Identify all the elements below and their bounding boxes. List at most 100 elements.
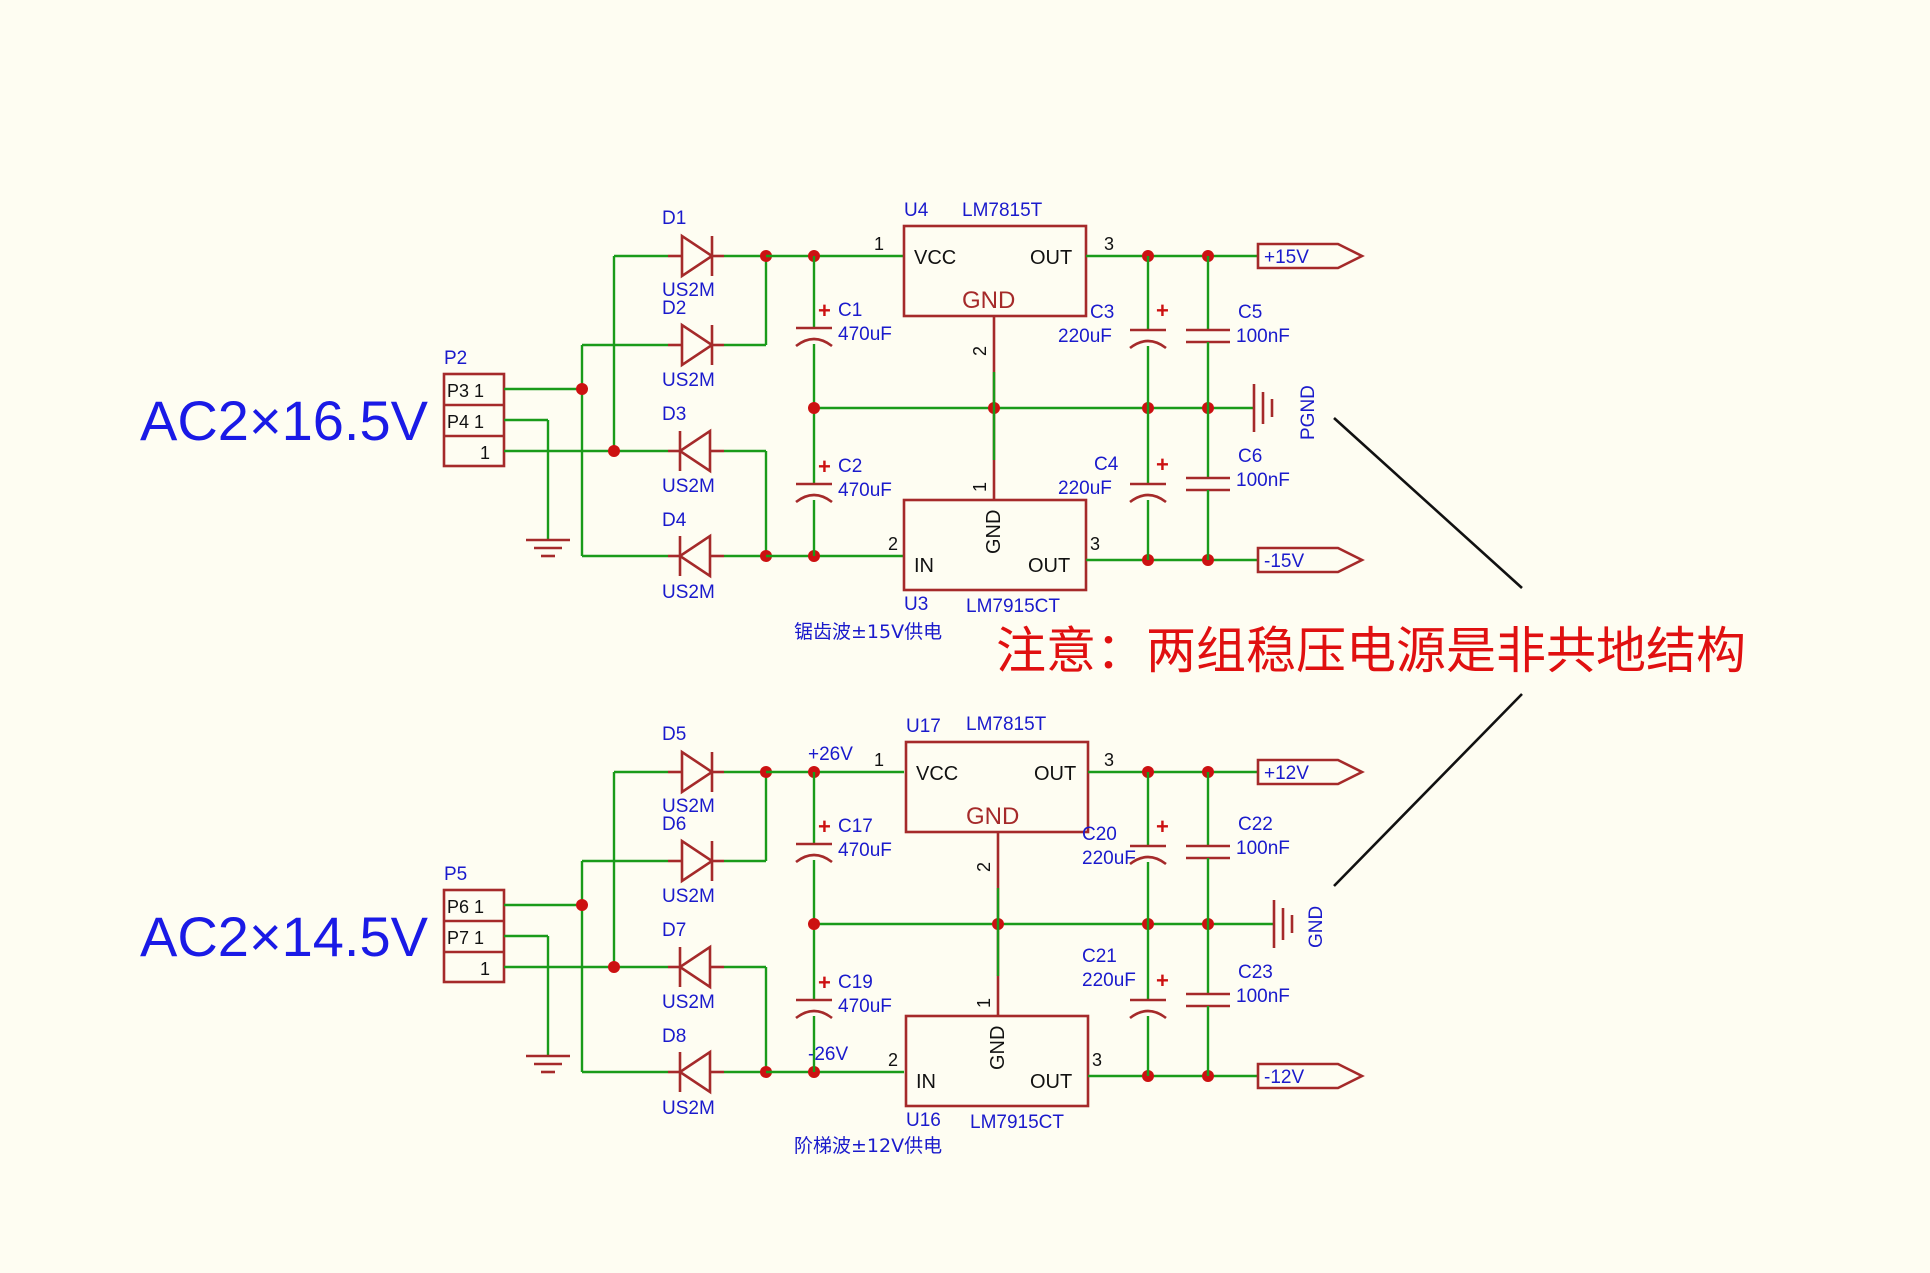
lower-d6-ref: D6 xyxy=(662,814,686,835)
lower-diode-d5-icon xyxy=(666,750,726,794)
upper-connector-pin1: P3 1 xyxy=(447,381,484,401)
lower-power-circuit: AC2×14.5V P5 P6 1 P7 1 1 D5 US2M D6 US2M… xyxy=(140,714,1365,1157)
lower-c17-ref: C17 xyxy=(838,816,873,837)
lower-port-pos-label: +12V xyxy=(1264,763,1309,784)
lower-caption: 阶梯波±12V供电 xyxy=(794,1135,942,1157)
upper-c6-icon xyxy=(1184,476,1232,492)
upper-c5-icon xyxy=(1184,328,1232,344)
svg-text:1: 1 xyxy=(874,750,884,770)
upper-port-neg xyxy=(1256,546,1365,574)
lower-c21-value: 220uF xyxy=(1082,970,1136,991)
lower-c23-ref: C23 xyxy=(1238,962,1273,983)
upper-c3-ref: C3 xyxy=(1090,302,1114,323)
svg-text:+: + xyxy=(818,814,831,839)
upper-u3-in: IN xyxy=(914,555,934,577)
upper-d2-ref: D2 xyxy=(662,298,686,319)
upper-diode-d1-icon xyxy=(666,234,726,278)
upper-c3-value: 220uF xyxy=(1058,326,1112,347)
lower-c22-icon xyxy=(1184,844,1232,860)
upper-u3-out: OUT xyxy=(1028,555,1070,577)
upper-u3-ref: U3 xyxy=(904,594,928,615)
lower-connector-pin2: P7 1 xyxy=(447,928,484,948)
svg-text:3: 3 xyxy=(1104,234,1114,254)
upper-u4-part: LM7815T xyxy=(962,200,1043,221)
lower-u17-gnd: GND xyxy=(966,803,1019,830)
svg-text:+: + xyxy=(1156,452,1169,477)
upper-c3-icon xyxy=(1128,328,1168,350)
upper-ac-title: AC2×16.5V xyxy=(140,389,429,452)
lower-gnd-port-label: GND xyxy=(1306,906,1327,948)
lower-connector-pin3: 1 xyxy=(480,959,490,979)
lower-c21-ref: C21 xyxy=(1082,946,1117,967)
lower-d6-value: US2M xyxy=(662,886,715,907)
upper-diode-d3-icon xyxy=(666,429,726,473)
lower-port-neg-label: -12V xyxy=(1264,1067,1304,1088)
svg-text:3: 3 xyxy=(1104,750,1114,770)
lower-c19-icon xyxy=(794,998,834,1020)
lower-diode-d8-icon xyxy=(666,1050,726,1094)
lower-u16-out: OUT xyxy=(1030,1071,1072,1093)
upper-c2-ref: C2 xyxy=(838,456,862,477)
note-pointer-lower xyxy=(1333,693,1523,887)
svg-text:2: 2 xyxy=(970,346,990,356)
isolation-note: 注意：两组稳压电源是非共地结构 xyxy=(996,622,1746,680)
upper-c2-icon xyxy=(794,482,834,504)
lower-d5-value: US2M xyxy=(662,796,715,817)
upper-c2-value: 470uF xyxy=(838,480,892,501)
upper-diode-d2-icon xyxy=(666,323,726,367)
upper-port-pos-label: +15V xyxy=(1264,247,1309,268)
svg-text:1: 1 xyxy=(970,482,990,492)
upper-c6-value: 100nF xyxy=(1236,470,1290,491)
upper-diode-d4-icon xyxy=(666,534,726,578)
lower-diode-d6-icon xyxy=(666,839,726,883)
lower-gnd-icon xyxy=(1272,898,1294,950)
upper-power-circuit: AC2×16.5V P2 P3 1 P4 1 1 D1 US2M D2 US2M xyxy=(140,200,1365,643)
lower-c23-value: 100nF xyxy=(1236,986,1290,1007)
upper-u3-part: LM7915CT xyxy=(966,596,1060,617)
upper-pgnd-icon xyxy=(1252,382,1274,434)
upper-caption: 锯齿波±15V供电 xyxy=(794,621,942,643)
lower-d8-ref: D8 xyxy=(662,1026,686,1047)
lower-connector-pin1: P6 1 xyxy=(447,897,484,917)
lower-d7-value: US2M xyxy=(662,992,715,1013)
upper-c1-icon xyxy=(794,326,834,348)
upper-d2-value: US2M xyxy=(662,370,715,391)
lower-net-neg: -26V xyxy=(808,1044,848,1065)
svg-text:+: + xyxy=(1156,298,1169,323)
upper-port-pos xyxy=(1256,242,1365,270)
lower-port-pos xyxy=(1256,758,1365,786)
lower-port-neg xyxy=(1256,1062,1365,1090)
lower-u17-ref: U17 xyxy=(906,716,941,737)
upper-d3-value: US2M xyxy=(662,476,715,497)
lower-d8-value: US2M xyxy=(662,1098,715,1119)
upper-connector-ref: P2 xyxy=(444,348,467,369)
lower-u16-in: IN xyxy=(916,1071,936,1093)
upper-c5-ref: C5 xyxy=(1238,302,1262,323)
upper-connector-pin3: 1 xyxy=(480,443,490,463)
lower-diode-d7-icon xyxy=(666,945,726,989)
upper-c1-ref: C1 xyxy=(838,300,862,321)
svg-text:+: + xyxy=(818,298,831,323)
upper-connector-pin2: P4 1 xyxy=(447,412,484,432)
upper-u4-vcc: VCC xyxy=(914,247,956,269)
lower-u16-part: LM7915CT xyxy=(970,1112,1064,1133)
lower-c20-ref: C20 xyxy=(1082,824,1117,845)
lower-u17-out: OUT xyxy=(1034,763,1076,785)
lower-left-ground-icon xyxy=(524,1054,572,1074)
svg-text:2: 2 xyxy=(888,534,898,554)
lower-d5-ref: D5 xyxy=(662,724,686,745)
upper-d1-value: US2M xyxy=(662,280,715,301)
svg-text:2: 2 xyxy=(888,1050,898,1070)
svg-text:3: 3 xyxy=(1092,1050,1102,1070)
upper-c4-ref: C4 xyxy=(1094,454,1119,475)
upper-u4-out: OUT xyxy=(1030,247,1072,269)
lower-c23-icon xyxy=(1184,992,1232,1008)
lower-c20-value: 220uF xyxy=(1082,848,1136,869)
lower-net-pos: +26V xyxy=(808,744,853,765)
lower-c21-icon xyxy=(1128,998,1168,1020)
svg-text:+: + xyxy=(1156,968,1169,993)
svg-text:1: 1 xyxy=(974,998,994,1008)
upper-c1-value: 470uF xyxy=(838,324,892,345)
note-pointer-upper xyxy=(1333,417,1523,589)
